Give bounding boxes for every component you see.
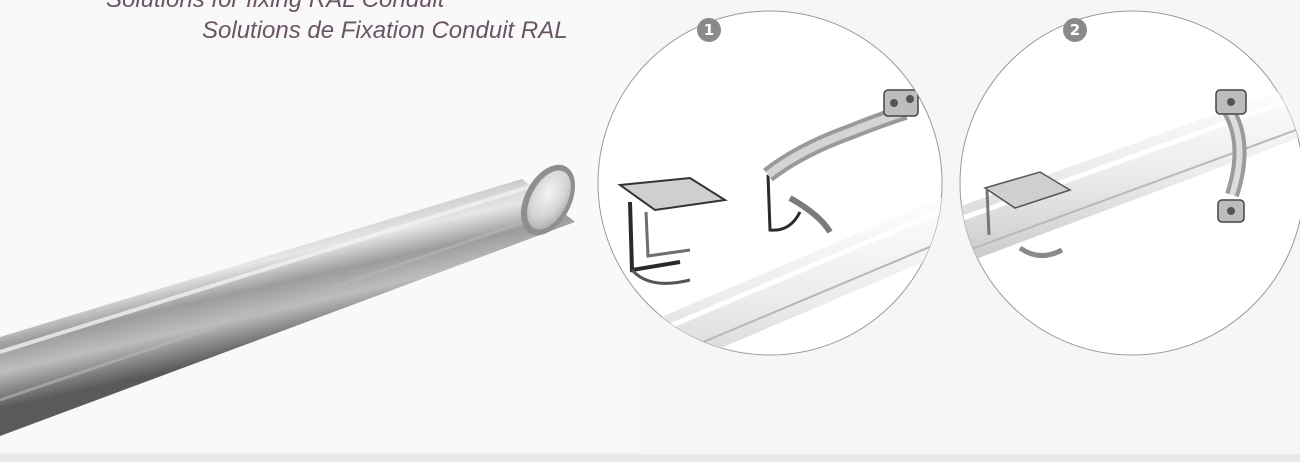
detail-1-number-badge: 1 [697, 18, 721, 42]
conduit-saddle-mounted [1215, 89, 1247, 223]
detail-2-number-badge: 2 [1063, 18, 1087, 42]
bottom-band [0, 454, 1300, 462]
title-english: Solutions for fixing RAL Conduit [106, 0, 444, 14]
title-french: Solutions de Fixation Conduit RAL [202, 17, 568, 44]
conduit-saddle-clip [763, 89, 919, 234]
conduit-pipe [0, 164, 576, 436]
conduit-clip-open [617, 176, 728, 285]
detail-2-illustration [959, 10, 1300, 356]
detail-1-illustration [597, 10, 943, 356]
conduit-clip-mounted [983, 171, 1072, 258]
